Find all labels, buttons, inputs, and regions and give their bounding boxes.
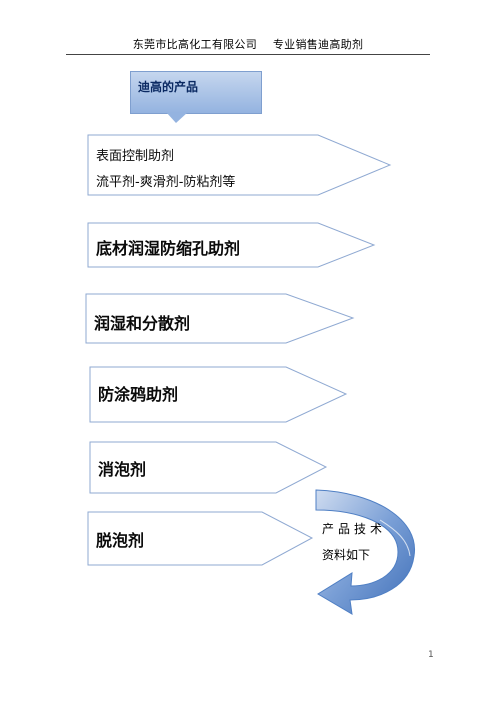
product-shape-6 — [87, 511, 314, 566]
product-3-label: 润湿和分散剂 — [94, 314, 191, 333]
curve-highlight — [379, 519, 411, 557]
product-shape-3 — [85, 293, 355, 344]
product-5-label: 消泡剂 — [98, 460, 147, 479]
page-header: 东莞市比高化工有限公司 专业销售迪高助剂 — [0, 36, 496, 52]
product-6-label: 脱泡剂 — [96, 531, 145, 550]
product-shape-2 — [87, 222, 376, 268]
page-number: 1 — [428, 650, 434, 660]
tech-info-line1: 产品技术 — [322, 522, 387, 536]
product-1-title: 表面控制助剂 — [96, 149, 175, 164]
product-4-label: 防涂鸦助剂 — [98, 385, 179, 404]
product-2-label: 底材润湿防缩孔助剂 — [96, 239, 241, 258]
curved-arrow — [315, 489, 415, 615]
header-rule — [66, 54, 430, 55]
product-shape-1 — [87, 134, 392, 196]
tech-info-line2: 资料如下 — [322, 548, 371, 562]
header-slogan: 专业销售迪高助剂 — [272, 38, 364, 51]
callout-tail — [166, 112, 188, 123]
product-shape-4 — [89, 366, 348, 423]
callout-label: 迪高的产品 — [138, 80, 199, 94]
product-1-subtitle: 流平剂-爽滑剂-防粘剂等 — [96, 175, 236, 190]
products-callout — [130, 71, 262, 114]
product-shape-5 — [89, 441, 328, 494]
company-name: 东莞市比高化工有限公司 — [132, 38, 258, 51]
